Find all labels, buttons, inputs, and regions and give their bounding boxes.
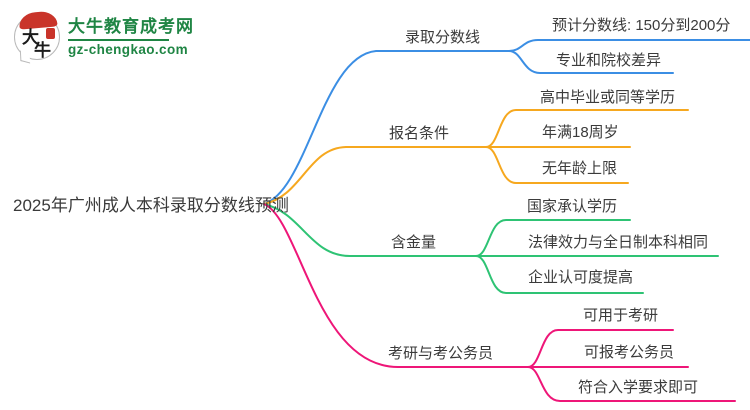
line-branch1-child2 <box>508 50 674 74</box>
logo-site-url: gz-chengkao.com <box>68 42 189 57</box>
sub-topic: 可报考公务员 <box>584 344 675 361</box>
branch-topic-requirements: 报名条件 <box>389 125 450 142</box>
line-branch4-child1 <box>527 329 674 368</box>
logo-char-1: 大 <box>22 28 39 47</box>
line-branch4-child3 <box>527 366 736 402</box>
site-logo: 大 牛 大牛教育成考网 gz-chengkao.com <box>14 10 194 64</box>
sub-topic: 企业认可度提高 <box>528 269 634 286</box>
logo-char-2: 牛 <box>34 41 51 60</box>
logo-icon: 大 牛 <box>14 10 60 64</box>
logo-divider <box>68 39 169 41</box>
sub-topic: 预计分数线: 150分到200分 <box>552 17 731 34</box>
sub-topic: 高中毕业或同等学历 <box>540 89 676 106</box>
line-branch4-main <box>263 203 529 368</box>
line-branch2-main <box>263 146 487 205</box>
line-branch3-main <box>263 203 477 257</box>
logo-site-name: 大牛教育成考网 <box>68 17 194 36</box>
branch-topic-scores: 录取分数线 <box>405 29 481 46</box>
sub-topic: 国家承认学历 <box>527 198 618 215</box>
sub-topic: 可用于考研 <box>583 307 659 324</box>
line-branch3-child1 <box>475 219 631 257</box>
sub-topic: 专业和院校差异 <box>556 52 662 69</box>
branch-topic-value: 含金量 <box>391 234 437 251</box>
logo-seal <box>46 28 55 39</box>
logo-text: 大牛教育成考网 gz-chengkao.com <box>68 14 194 58</box>
sub-topic: 法律效力与全日制本科相同 <box>528 234 709 251</box>
sub-topic: 无年龄上限 <box>542 160 618 177</box>
sub-topic: 年满18周岁 <box>542 124 619 141</box>
root-topic: 2025年广州成人本科录取分数线预测 <box>13 196 289 215</box>
line-branch1-main <box>263 50 510 205</box>
line-branch3-child3 <box>475 255 644 294</box>
line-branch2-child1 <box>485 109 689 148</box>
branch-topic-exams: 考研与考公务员 <box>388 345 494 362</box>
line-branch2-child3 <box>485 146 629 184</box>
line-branch1-child1 <box>508 39 750 52</box>
sub-topic: 符合入学要求即可 <box>578 379 699 396</box>
